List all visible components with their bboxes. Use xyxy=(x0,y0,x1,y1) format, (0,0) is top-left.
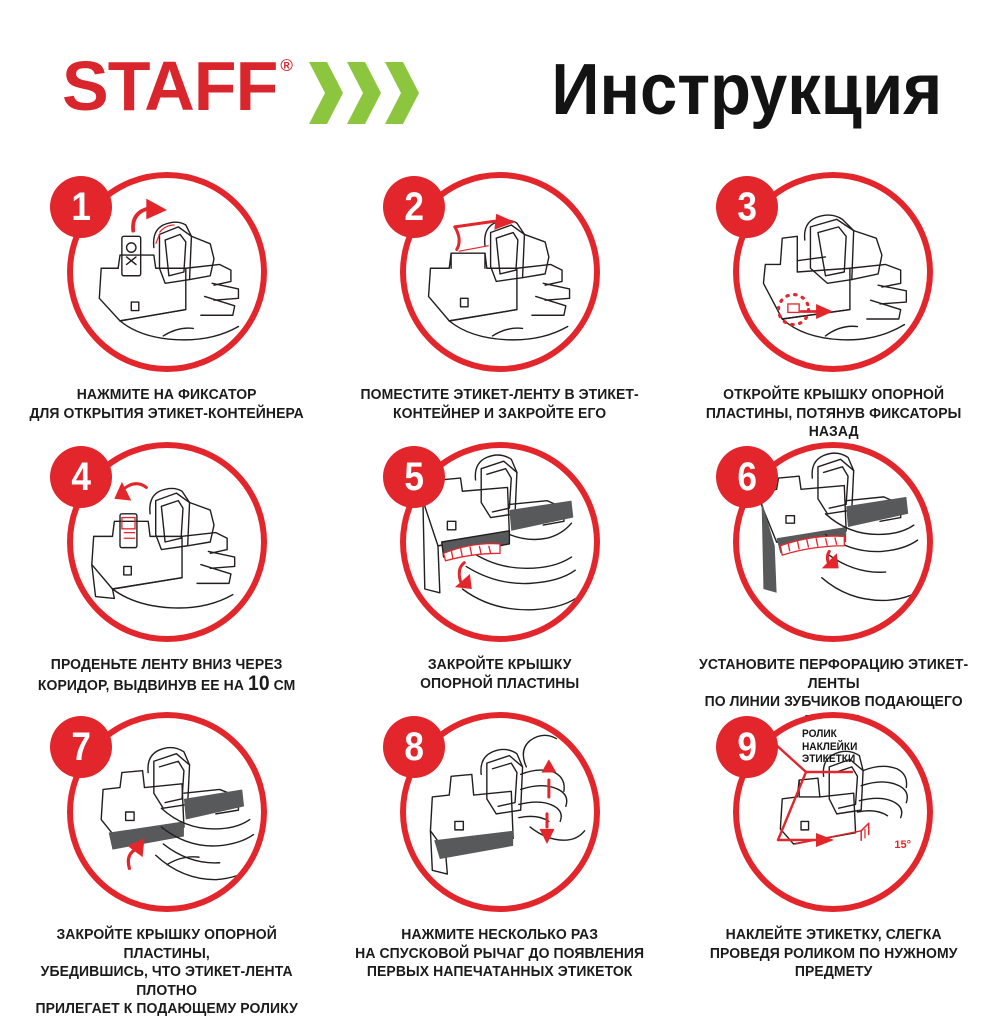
art-label-gun-apply-label xyxy=(779,750,909,845)
step-number-badge-8: 8 xyxy=(382,716,445,778)
step-card-2: 2 ПОМЕСТИТЕ ЭТИКЕТ-ЛЕНТУ В ЭТИКЕТ- КОНТЕ… xyxy=(333,172,666,442)
step-number-badge-2: 2 xyxy=(382,176,445,238)
step-number-4: 4 xyxy=(70,455,91,499)
step-card-6: 6 УСТАНОВИТЕ ПЕРФОРАЦИЮ ЭТИКЕТ-ЛЕНТЫ ПО … xyxy=(667,442,1000,729)
step-number-badge-4: 4 xyxy=(49,446,112,508)
art-label-gun-pull-latches xyxy=(763,214,908,341)
step-number-badge-3: 3 xyxy=(716,176,779,238)
step-card-8: 8 НАЖМИТЕ НЕСКОЛЬКО РАЗ НА СПУСКОВОЙ РЫЧ… xyxy=(333,712,666,982)
step-number-badge-1: 1 xyxy=(49,176,112,238)
step-card-4: 4 ПРОДЕНЬТЕ ЛЕНТУ ВНИЗ ЧЕРЕЗ КОРИДОР, ВЫ… xyxy=(0,442,333,712)
registered-trademark-icon: ® xyxy=(280,56,293,75)
caption-line-with-emphasis: КОРИДОР, ВЫДВИНУВ ЕЕ НА 10 СМ xyxy=(19,671,315,696)
caption-line-part: СМ xyxy=(269,676,296,694)
angle-label: 15° xyxy=(894,839,911,851)
brand-name: STAFF xyxy=(62,47,278,125)
step-number-badge-6: 6 xyxy=(716,446,779,508)
caption-line: ПРИЛЕГАЕТ К ПОДАЮЩЕМУ РОЛИКУ xyxy=(35,1000,298,1017)
caption-line: УБЕДИВШИСЬ, ЧТО ЭТИКЕТ-ЛЕНТА ПЛОТНО xyxy=(40,963,293,999)
caption-line: НА СПУСКОВОЙ РЫЧАГ ДО ПОЯВЛЕНИЯ xyxy=(355,944,645,962)
step-caption-3: ОТКРОЙТЕ КРЫШКУ ОПОРНОЙ ПЛАСТИНЫ, ПОТЯНУ… xyxy=(680,386,987,442)
step-card-7: 7 ЗАКРОЙТЕ КРЫШКУ ОПОРНОЙ ПЛАСТИНЫ, УБЕД… xyxy=(0,712,333,1017)
step-number-1: 1 xyxy=(70,185,91,229)
step-number-badge-7: 7 xyxy=(49,716,112,778)
caption-emphasis-value: 10 xyxy=(248,671,270,695)
caption-line: ЗАКРОЙТЕ КРЫШКУ ОПОРНОЙ ПЛАСТИНЫ, xyxy=(56,926,277,962)
caption-line: ПРОДЕНЬТЕ ЛЕНТУ ВНИЗ ЧЕРЕЗ xyxy=(50,656,283,673)
step-card-1: 1 НАЖМИТЕ НА ФИКСАТОР ДЛЯ ОТКРЫТИЯ ЭТИКЕ… xyxy=(0,172,333,442)
callout-label-roller: РОЛИК НАКЛЕЙКИ ЭТИКЕТКИ xyxy=(802,728,857,766)
callout-line: НАКЛЕЙКИ xyxy=(802,740,858,753)
chevron-right-icon-2 xyxy=(346,62,381,124)
caption-line: ПОМЕСТИТЕ ЭТИКЕТ-ЛЕНТУ В ЭТИКЕТ- xyxy=(360,386,640,403)
step-caption-2: ПОМЕСТИТЕ ЭТИКЕТ-ЛЕНТУ В ЭТИКЕТ- КОНТЕЙН… xyxy=(347,386,654,423)
caption-line: ЗАКРОЙТЕ КРЫШКУ xyxy=(428,656,572,673)
chevron-right-icon-3 xyxy=(384,62,419,124)
step-number-3: 3 xyxy=(737,185,758,229)
caption-line: ДЛЯ ОТКРЫТИЯ ЭТИКЕТ-КОНТЕЙНЕРА xyxy=(29,404,304,422)
caption-line: ПЛАСТИНЫ, ПОТЯНУВ ФИКСАТОРЫ НАЗАД xyxy=(705,404,962,441)
step-number-9: 9 xyxy=(737,725,758,769)
art-label-gun-insert-tape xyxy=(427,213,571,341)
steps-grid: 1 НАЖМИТЕ НА ФИКСАТОР ДЛЯ ОТКРЫТИЯ ЭТИКЕ… xyxy=(0,172,1000,1017)
step-number-6: 6 xyxy=(737,455,758,499)
step-card-3: 3 ОТКРОЙТЕ КРЫШКУ ОПОРНОЙ ПЛАСТИНЫ, ПОТЯ… xyxy=(667,172,1000,442)
callout-line: РОЛИК xyxy=(802,728,838,740)
step-caption-9: НАКЛЕЙТЕ ЭТИКЕТКУ, СЛЕГКА ПРОВЕДЯ РОЛИКО… xyxy=(680,926,987,982)
step-caption-8: НАЖМИТЕ НЕСКОЛЬКО РАЗ НА СПУСКОВОЙ РЫЧАГ… xyxy=(347,926,654,982)
caption-line: ОТКРОЙТЕ КРЫШКУ ОПОРНОЙ xyxy=(722,386,944,403)
staff-logo: STAFF ® xyxy=(62,50,421,124)
step-caption-4: ПРОДЕНЬТЕ ЛЕНТУ ВНИЗ ЧЕРЕЗ КОРИДОР, ВЫДВ… xyxy=(13,656,320,695)
chevron-right-icon-1 xyxy=(308,62,343,124)
step-card-9: РОЛИК НАКЛЕЙКИ ЭТИКЕТКИ 15° 9 НАКЛЕЙТЕ Э… xyxy=(667,712,1000,982)
step-number-2: 2 xyxy=(404,185,424,229)
caption-line: ОПОРНОЙ ПЛАСТИНЫ xyxy=(420,674,580,692)
callout-line: ЭТИКЕТКИ xyxy=(802,753,856,765)
step-card-5: 5 ЗАКРОЙТЕ КРЫШКУ ОПОРНОЙ ПЛАСТИНЫ xyxy=(333,442,666,712)
art-label-gun-squeeze-trigger xyxy=(429,734,586,875)
page-title: Инструкция xyxy=(551,50,942,130)
step-number-8: 8 xyxy=(404,725,424,769)
step-number-badge-9: 9 xyxy=(716,716,779,778)
caption-line: ПРОВЕДЯ РОЛИКОМ ПО НУЖНОМУ xyxy=(709,944,958,962)
step-caption-1: НАЖМИТЕ НА ФИКСАТОР ДЛЯ ОТКРЫТИЯ ЭТИКЕТ-… xyxy=(13,386,320,423)
step-caption-5: ЗАКРОЙТЕ КРЫШКУ ОПОРНОЙ ПЛАСТИНЫ xyxy=(347,656,654,693)
art-label-gun-close-plate xyxy=(422,454,582,611)
caption-line: УСТАНОВИТЕ ПЕРФОРАЦИЮ ЭТИКЕТ-ЛЕНТЫ xyxy=(698,656,968,692)
caption-line: ПРЕДМЕТУ xyxy=(794,963,873,980)
poster-header: STAFF ® Инструкция xyxy=(0,42,1000,152)
step-caption-7: ЗАКРОЙТЕ КРЫШКУ ОПОРНОЙ ПЛАСТИНЫ, УБЕДИВ… xyxy=(13,926,320,1019)
chevrons-icon xyxy=(307,62,421,124)
step-number-badge-5: 5 xyxy=(382,446,445,508)
caption-line: НАЖМИТЕ НЕСКОЛЬКО РАЗ xyxy=(401,926,599,943)
caption-line: НАЖМИТЕ НА ФИКСАТОР xyxy=(76,386,257,403)
caption-line: ПЕРВЫХ НАПЕЧАТАННЫХ ЭТИКЕТОК xyxy=(367,963,633,980)
art-label-gun-close-cover xyxy=(100,746,254,881)
caption-line-part: КОРИДОР, ВЫДВИНУВ ЕЕ НА xyxy=(37,676,249,694)
art-label-gun-thread-tape xyxy=(90,481,236,609)
caption-line: КОНТЕЙНЕР И ЗАКРОЙТЕ ЕГО xyxy=(393,404,607,422)
art-label-gun-align-perforation xyxy=(759,452,925,602)
caption-line: НАКЛЕЙТЕ ЭТИКЕТКУ, СЛЕГКА xyxy=(725,926,942,943)
step-number-5: 5 xyxy=(404,455,424,499)
step-number-7: 7 xyxy=(70,725,91,769)
art-label-gun-open-latch xyxy=(98,198,239,341)
